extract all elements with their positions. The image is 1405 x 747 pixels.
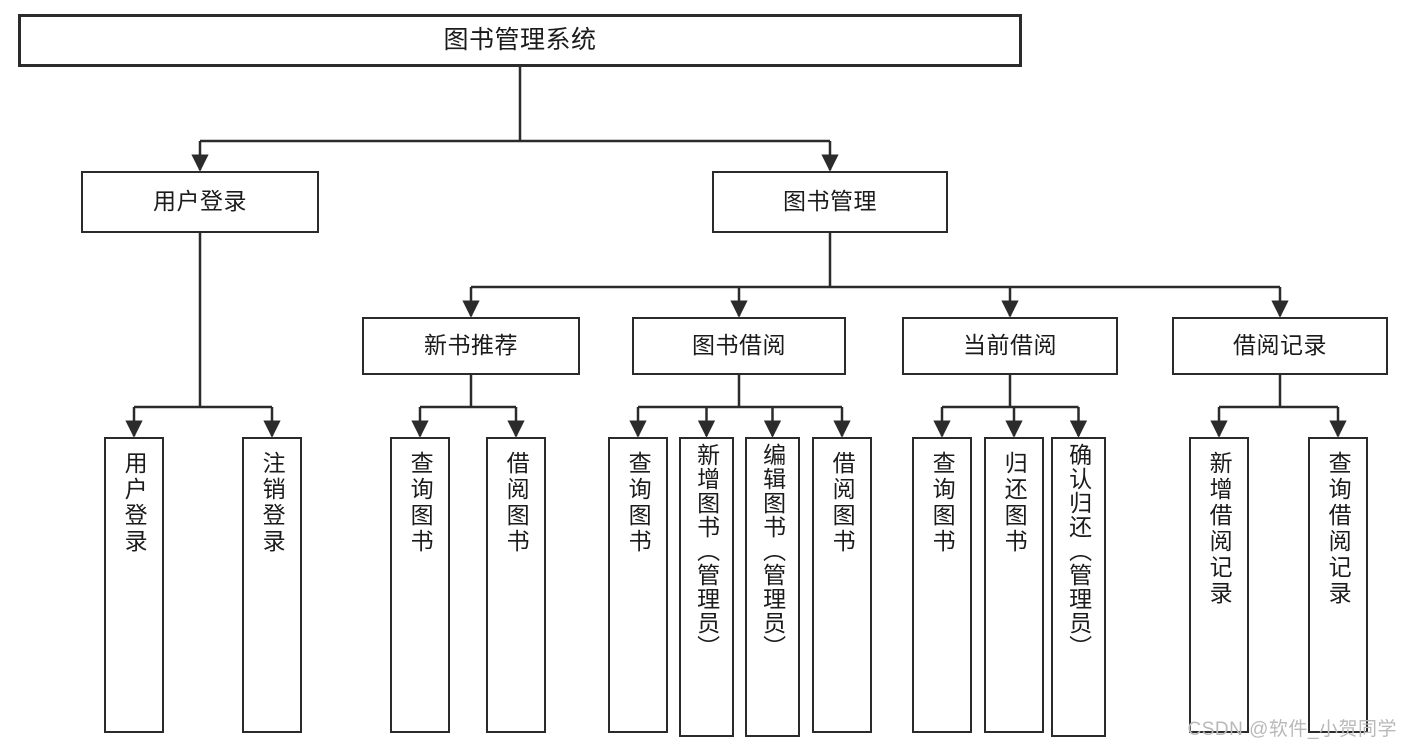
node-leaf-add-record[interactable]: 新增借阅记录 — [1189, 437, 1249, 733]
node-label-leaf-confirm-return: 确认归还（管理员） — [1065, 443, 1092, 659]
node-label-leaf-user-login: 用户登录 — [121, 451, 148, 555]
node-leaf-query-book-3[interactable]: 查询图书 — [912, 437, 972, 733]
node-label-leaf-query-book-1: 查询图书 — [407, 451, 434, 555]
node-label-new-book-rec: 新书推荐 — [424, 332, 518, 359]
node-label-leaf-borrow-book-1: 借阅图书 — [503, 451, 530, 555]
node-leaf-edit-book[interactable]: 编辑图书（管理员） — [745, 437, 800, 737]
node-label-leaf-add-record: 新增借阅记录 — [1206, 451, 1233, 607]
node-label-leaf-edit-book: 编辑图书（管理员） — [759, 443, 786, 659]
node-label-book-manage: 图书管理 — [783, 188, 877, 215]
node-label-leaf-user-logout: 注销登录 — [259, 451, 286, 555]
node-leaf-add-book[interactable]: 新增图书（管理员） — [679, 437, 734, 737]
node-book-borrow[interactable]: 图书借阅 — [632, 317, 846, 375]
node-label-leaf-query-book-2: 查询图书 — [625, 451, 652, 555]
node-label-leaf-add-book: 新增图书（管理员） — [693, 443, 720, 659]
node-label-leaf-query-book-3: 查询图书 — [929, 451, 956, 555]
node-leaf-borrow-book-1[interactable]: 借阅图书 — [486, 437, 546, 733]
node-leaf-borrow-book-2[interactable]: 借阅图书 — [812, 437, 872, 733]
node-label-leaf-return-book: 归还图书 — [1001, 451, 1028, 555]
node-leaf-user-login[interactable]: 用户登录 — [104, 437, 164, 733]
node-leaf-user-logout[interactable]: 注销登录 — [242, 437, 302, 733]
node-label-leaf-query-record: 查询借阅记录 — [1325, 451, 1352, 607]
node-new-book-rec[interactable]: 新书推荐 — [362, 317, 580, 375]
node-root[interactable]: 图书管理系统 — [18, 14, 1022, 67]
node-borrow-record[interactable]: 借阅记录 — [1172, 317, 1388, 375]
node-leaf-query-book-1[interactable]: 查询图书 — [390, 437, 450, 733]
node-label-root: 图书管理系统 — [443, 25, 597, 54]
node-label-borrow-record: 借阅记录 — [1233, 332, 1327, 359]
node-leaf-return-book[interactable]: 归还图书 — [984, 437, 1044, 733]
node-leaf-query-record[interactable]: 查询借阅记录 — [1308, 437, 1368, 733]
node-label-user-login: 用户登录 — [153, 188, 247, 215]
node-current-borrow[interactable]: 当前借阅 — [902, 317, 1118, 375]
node-label-current-borrow: 当前借阅 — [963, 332, 1057, 359]
node-leaf-confirm-return[interactable]: 确认归还（管理员） — [1051, 437, 1106, 737]
node-book-manage[interactable]: 图书管理 — [712, 171, 948, 233]
node-label-book-borrow: 图书借阅 — [692, 332, 786, 359]
node-label-leaf-borrow-book-2: 借阅图书 — [829, 451, 856, 555]
node-user-login[interactable]: 用户登录 — [81, 171, 319, 233]
node-leaf-query-book-2[interactable]: 查询图书 — [608, 437, 668, 733]
